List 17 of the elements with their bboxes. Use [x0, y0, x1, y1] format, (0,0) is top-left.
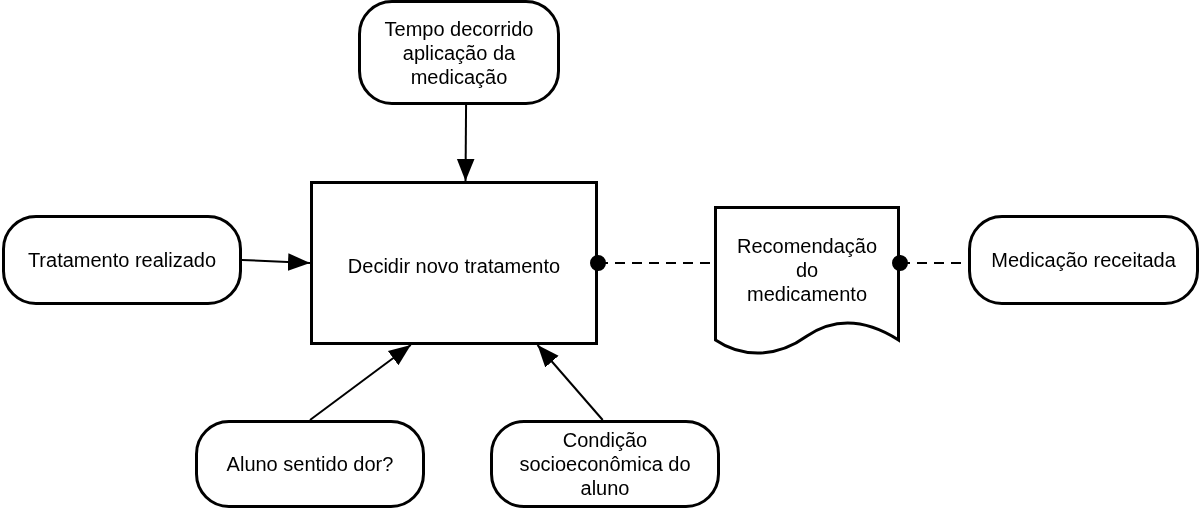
terminal-box [968, 215, 1199, 305]
node-label: Decidir novo tratamento [347, 254, 561, 278]
terminal-box [358, 0, 560, 105]
terminal-box [2, 215, 242, 305]
node-label: Medicação receitada [991, 248, 1176, 272]
process-box [310, 181, 598, 345]
arrow [536, 344, 604, 421]
terminal-box [195, 420, 425, 508]
node-label: Tempo decorrido aplicação da medicação [383, 16, 535, 89]
node-label: Condição socioeconômica do aluno [518, 428, 692, 500]
node-label: Recomendação do medicamento [736, 234, 878, 306]
terminal-box [490, 420, 720, 508]
node-label: Tratamento realizado [27, 248, 217, 272]
node-label: Aluno sentido dor? [226, 452, 394, 476]
arrow [456, 104, 475, 182]
arrow [309, 344, 412, 421]
arrow [241, 253, 311, 271]
